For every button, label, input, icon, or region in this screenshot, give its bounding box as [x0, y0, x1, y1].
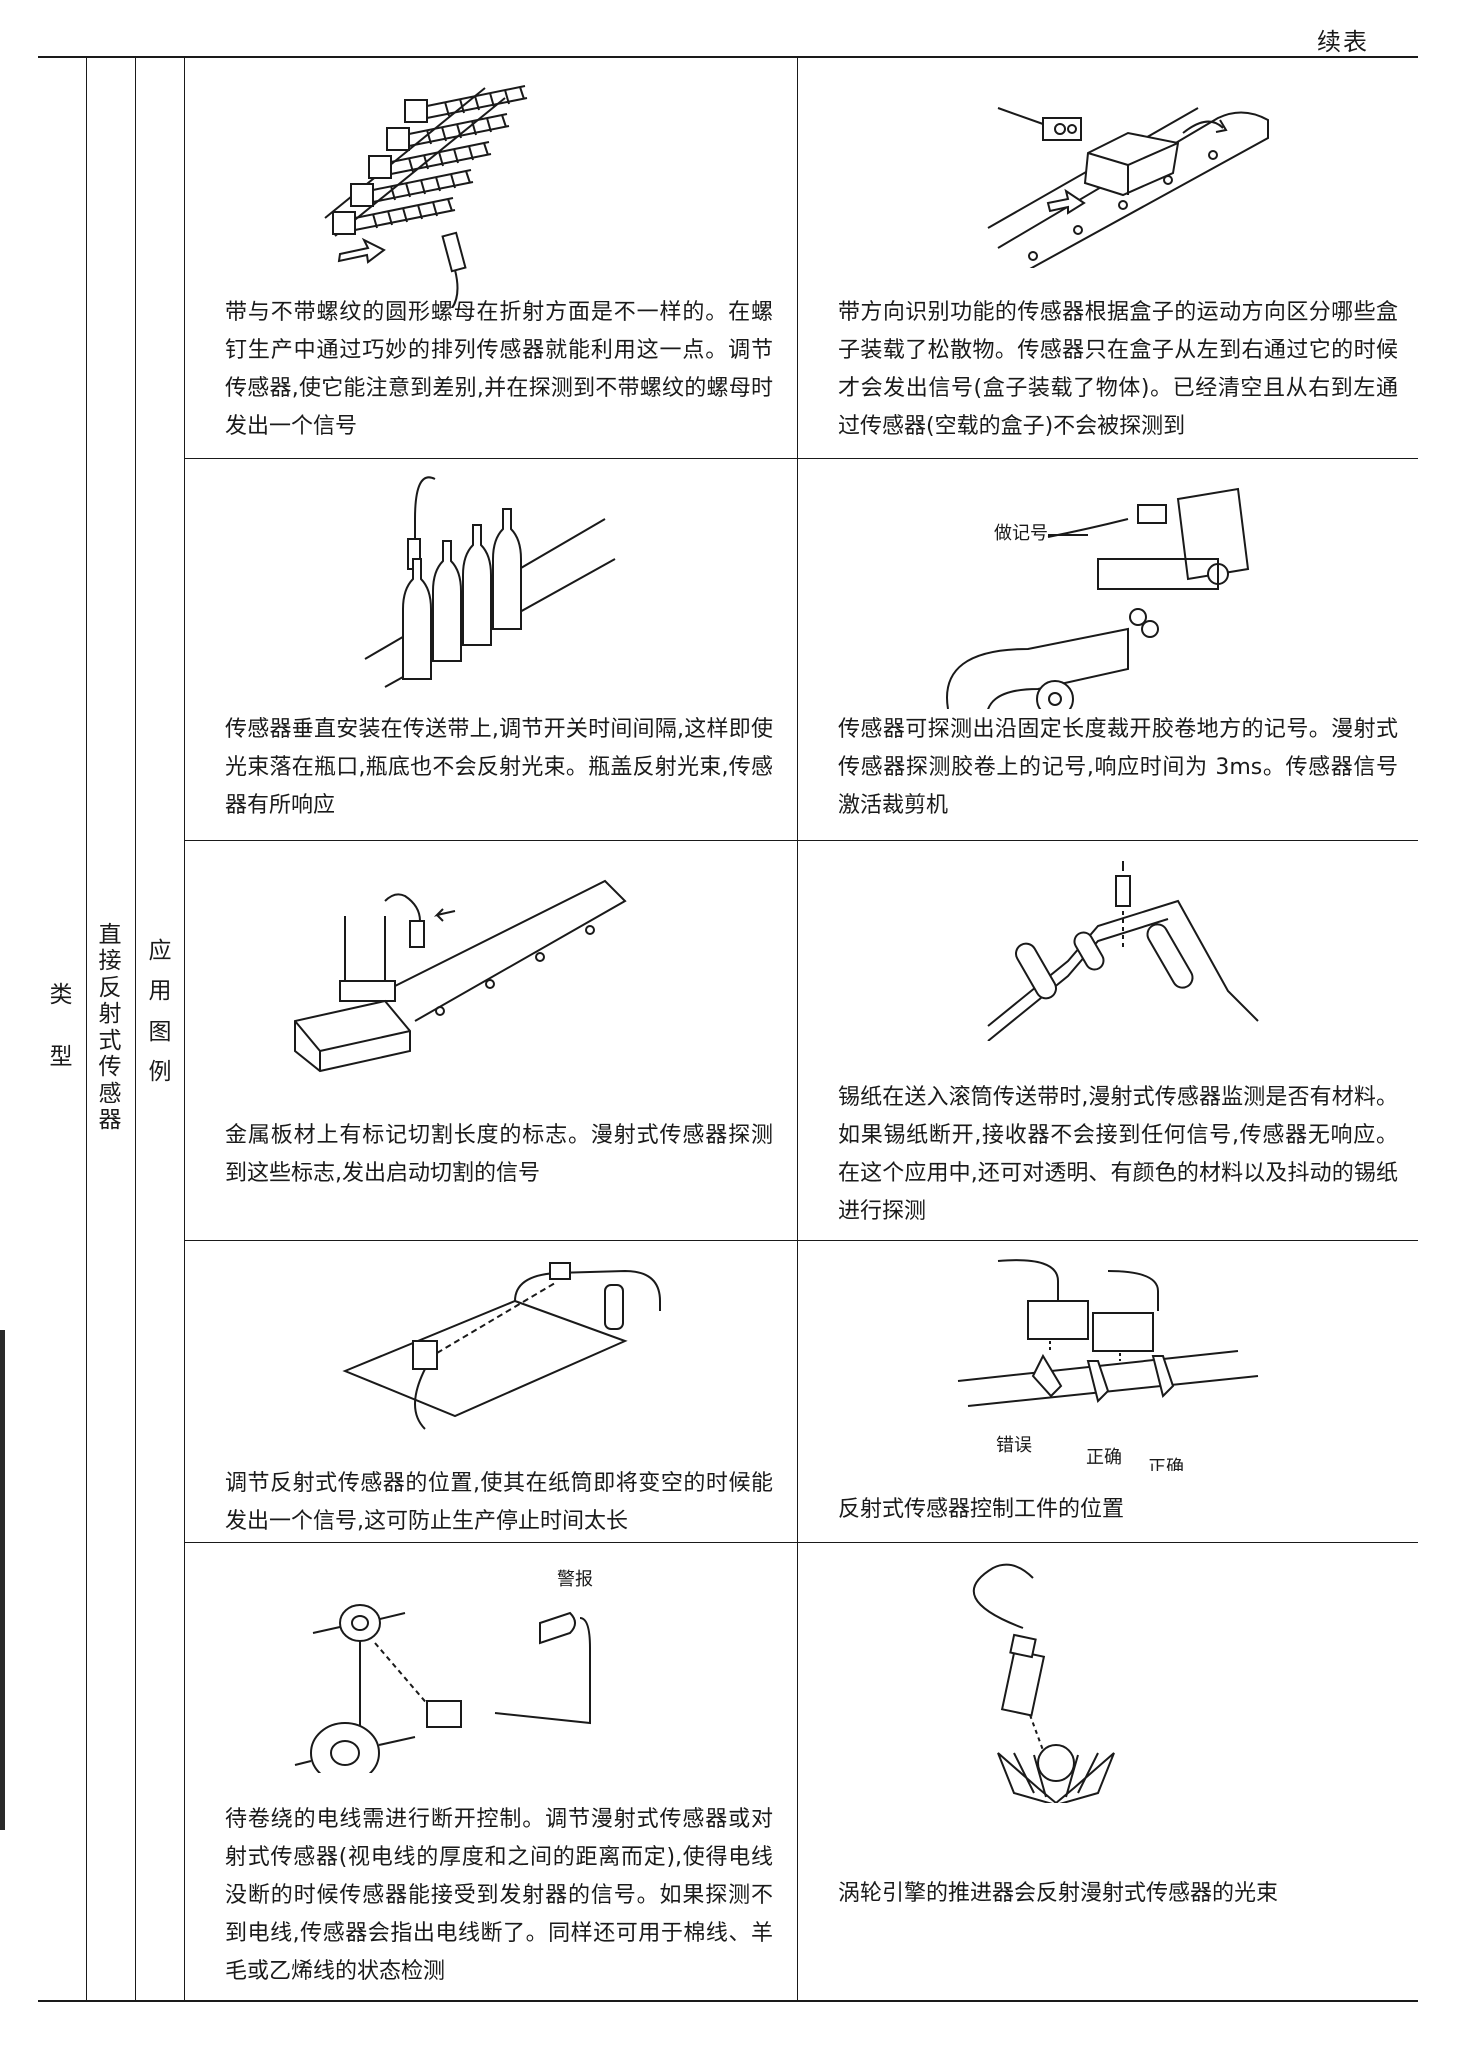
- column-divider: [797, 58, 798, 2000]
- alarm-label: 警报: [557, 1569, 593, 1590]
- page-edge-mark: [0, 1330, 5, 1830]
- top-rule: [38, 56, 1418, 58]
- sensor-char: 直: [98, 922, 122, 948]
- workpiece-label-wrong: 错误: [996, 1435, 1032, 1456]
- cell-turbine: 涡轮引擎的推进器会反射漫射式传感器的光束: [798, 1543, 1418, 2000]
- sensor-type-label: 直 接 反 射 式 传 感 器: [95, 922, 125, 1134]
- cell-boxes: 带方向识别功能的传感器根据盒子的运动方向区分哪些盒子装载了松散物。传感器只在盒子…: [798, 58, 1418, 458]
- cell-sheet-metal: 金属板材上有标记切割长度的标志。漫射式传感器探测到这些标志,发出启动切割的信号: [185, 841, 797, 1240]
- mark-label: 做记号: [994, 523, 1048, 544]
- bottles-illustration: [364, 476, 616, 688]
- cell-description: 锡纸在送入滚筒传送带时,漫射式传感器监测是否有材料。如果锡纸断开,接收器不会接到…: [838, 1085, 1398, 1224]
- application-example-label: 应 用 图 例: [145, 938, 175, 1086]
- sensor-char: 传: [98, 1054, 122, 1081]
- sheet-metal-cutter-illustration: [294, 879, 627, 1073]
- cell-description: 待卷绕的电线需进行断开控制。调节漫射式传感器或对射式传感器(视电线的厚度和之间的…: [225, 1807, 773, 1984]
- cell-paper-roll: 调节反射式传感器的位置,使其在纸筒即将变空的时候能发出一个信号,这可防止生产停止…: [185, 1241, 797, 1542]
- foil-rollers-illustration: [987, 861, 1259, 1041]
- example-char: 应: [148, 938, 172, 964]
- cell-film-marks: 做记号 传感器可探测出沿固定长度裁开胶卷地方的记号。漫射式传感器探测胶卷上的记号…: [798, 459, 1418, 840]
- type-char: 型: [49, 1044, 73, 1071]
- column-divider: [184, 58, 185, 2000]
- cell-description: 金属板材上有标记切割长度的标志。漫射式传感器探测到这些标志,发出启动切割的信号: [225, 1123, 773, 1186]
- example-char: 用: [148, 978, 172, 1005]
- wire-spool-illustration: 警报: [294, 1569, 593, 1773]
- cell-screws: 带与不带螺纹的圆形螺母在折射方面是不一样的。在螺钉生产中通过巧妙的排列传感器就能…: [185, 58, 797, 458]
- row-divider: [184, 1240, 1418, 1241]
- cell-description: 调节反射式传感器的位置,使其在纸筒即将变空的时候能发出一个信号,这可防止生产停止…: [225, 1471, 773, 1534]
- screws-conveyor-illustration: [324, 85, 528, 308]
- cell-foil: 锡纸在送入滚筒传送带时,漫射式传感器监测是否有材料。如果锡纸断开,接收器不会接到…: [798, 841, 1418, 1240]
- row-divider: [184, 458, 1418, 459]
- row-divider: [184, 1542, 1418, 1543]
- cell-workpiece: 错误 正确 正确 反射式传感器控制工件的位置: [798, 1241, 1418, 1542]
- workpiece-label-correct: 正确: [1086, 1447, 1122, 1468]
- sensor-char: 感: [98, 1080, 122, 1107]
- sensor-char: 反: [98, 974, 122, 1001]
- type-char: 类: [49, 982, 73, 1008]
- cell-wire-spool: 警报 待卷绕的电线需进行断开控制。调节漫射式传感器或对射式传感器(视电线的厚度和…: [185, 1543, 797, 2000]
- type-label: 类 型: [46, 982, 76, 1071]
- cell-description: 反射式传感器控制工件的位置: [838, 1497, 1125, 1522]
- paper-roll-illustration: [342, 1262, 661, 1430]
- sensor-char: 接: [98, 948, 122, 975]
- bottom-rule: [38, 2000, 1418, 2002]
- example-char: 图: [148, 1018, 172, 1045]
- example-char: 例: [148, 1059, 172, 1086]
- film-roll-illustration: 做记号: [946, 487, 1250, 709]
- continued-label: 续表: [1317, 28, 1369, 56]
- column-divider: [86, 58, 87, 2000]
- turbine-illustration: [972, 1563, 1115, 1803]
- sensor-char: 式: [98, 1027, 122, 1054]
- workpiece-position-illustration: 错误 正确 正确: [957, 1259, 1259, 1471]
- row-divider: [184, 840, 1418, 841]
- cell-description: 带方向识别功能的传感器根据盒子的运动方向区分哪些盒子装载了松散物。传感器只在盒子…: [838, 300, 1398, 439]
- cell-description: 涡轮引擎的推进器会反射漫射式传感器的光束: [838, 1881, 1279, 1906]
- sensor-char: 射: [98, 1001, 122, 1028]
- cell-bottles: 传感器垂直安装在传送带上,调节开关时间间隔,这样即使光束落在瓶口,瓶底也不会反射…: [185, 459, 797, 840]
- cell-description: 传感器可探测出沿固定长度裁开胶卷地方的记号。漫射式传感器探测胶卷上的记号,响应时…: [838, 717, 1398, 818]
- workpiece-label-correct: 正确: [1148, 1457, 1184, 1471]
- sensor-char: 器: [98, 1107, 122, 1134]
- column-divider: [135, 58, 136, 2000]
- cell-description: 传感器垂直安装在传送带上,调节开关时间间隔,这样即使光束落在瓶口,瓶底也不会反射…: [225, 717, 773, 818]
- cell-description: 带与不带螺纹的圆形螺母在折射方面是不一样的。在螺钉生产中通过巧妙的排列传感器就能…: [225, 300, 773, 439]
- box-conveyor-illustration: [987, 107, 1269, 268]
